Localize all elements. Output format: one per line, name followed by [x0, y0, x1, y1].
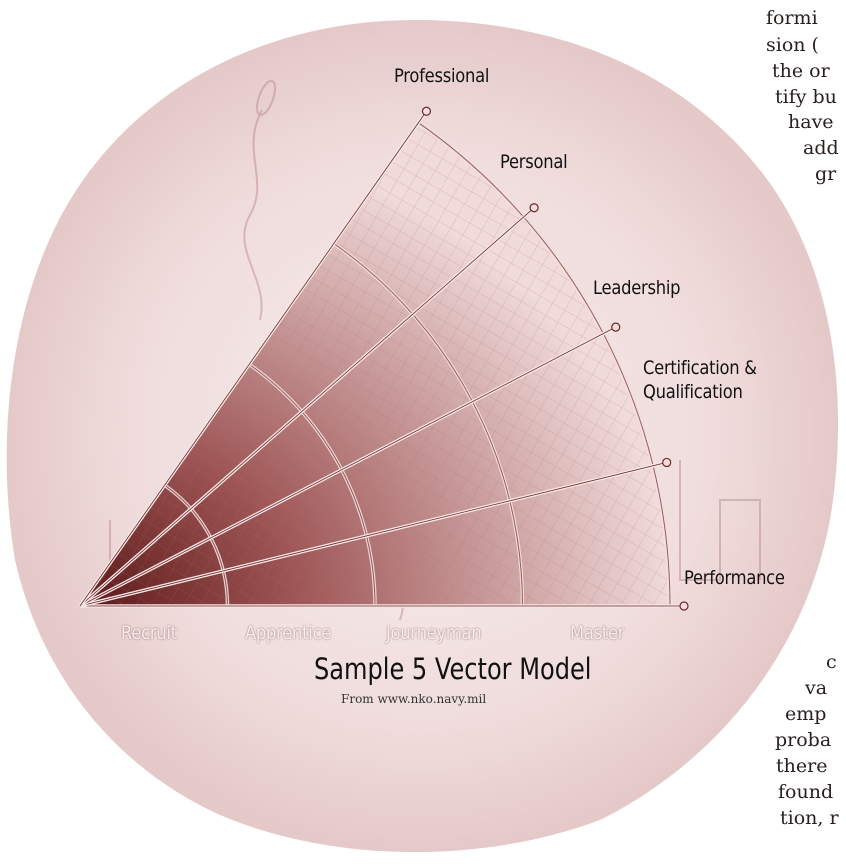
stage-label-apprentice: Apprentice: [245, 622, 331, 644]
vector-label-certification-text: Certification & Qualification: [643, 356, 772, 404]
side-text-line: add: [803, 136, 839, 160]
stage-label-master: Master: [570, 622, 624, 644]
side-text-line: formi: [766, 6, 818, 30]
side-text-line: va: [805, 676, 827, 700]
vector-arrow-tip: [530, 204, 538, 212]
stage-label-recruit: Recruit: [121, 622, 177, 644]
diagram-source: From www.nko.navy.mil: [341, 692, 486, 706]
vector-label-professional: Professional: [394, 64, 489, 88]
vector-arrow-tip: [663, 458, 671, 466]
side-text-line: tion, r: [780, 806, 839, 830]
vector-arrow-tip: [422, 107, 430, 115]
side-text-line: tify bu: [775, 85, 837, 109]
side-text-line: have: [788, 110, 834, 134]
side-text-line: gr: [815, 162, 836, 186]
stage-label-journeyman: Journeyman: [386, 622, 481, 644]
side-text-line: found: [778, 780, 833, 804]
side-text-line: sion (: [766, 33, 819, 57]
vector-label-performance: Performance: [684, 566, 785, 590]
vector-label-personal: Personal: [500, 150, 567, 174]
vector-arrow-tip: [680, 602, 688, 610]
vector-label-leadership: Leadership: [593, 276, 680, 300]
diagram-title: Sample 5 Vector Model: [314, 652, 591, 686]
side-text-line: emp: [785, 702, 826, 726]
side-text-line: the or: [772, 59, 830, 83]
side-text-line: c: [826, 650, 837, 674]
vector-arrow-tip: [612, 323, 620, 331]
side-text-line: there: [776, 754, 827, 778]
side-text-line: proba: [775, 728, 831, 752]
vector-label-certification: Certification & Qualification: [643, 356, 772, 404]
